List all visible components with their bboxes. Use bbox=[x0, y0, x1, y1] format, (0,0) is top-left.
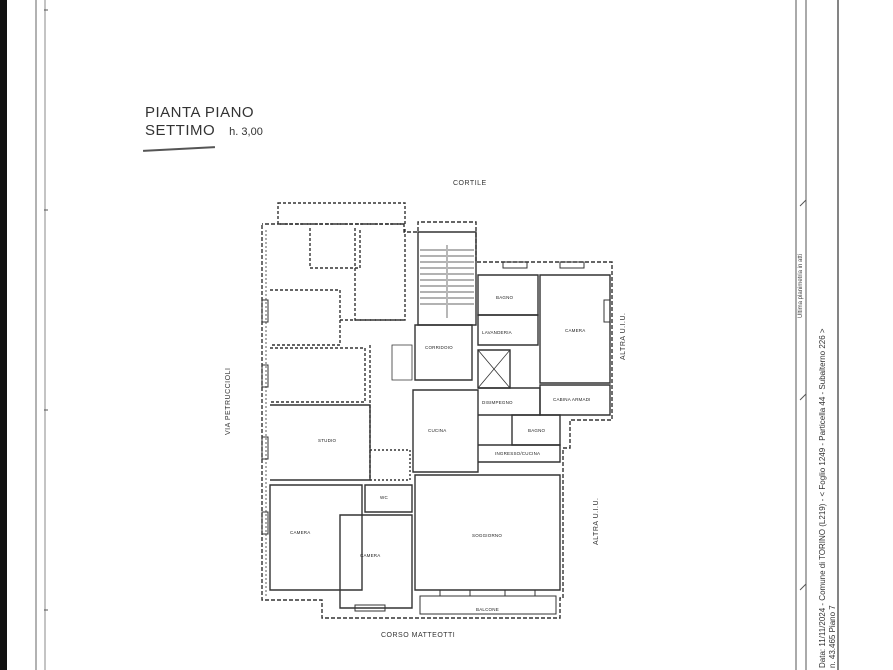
room-label-cabina-armadi: CABINA ARMADI bbox=[553, 397, 591, 402]
room-top-left bbox=[270, 289, 341, 346]
label-cortile: CORTILE bbox=[453, 180, 487, 187]
shaft-cross bbox=[477, 349, 511, 389]
title-line-1: PIANTA PIANO bbox=[145, 104, 255, 121]
room-label-camera-left: CAMERA bbox=[290, 530, 311, 535]
height-note: h. 3,00 bbox=[229, 126, 263, 138]
room-label-ingresso: INGRESSO/CUCINA bbox=[495, 451, 541, 456]
room-soggiorno-big bbox=[414, 474, 561, 591]
border-tick bbox=[799, 199, 807, 207]
room-label-bagno: BAGNO bbox=[496, 295, 514, 300]
room-label-soggiorno: SOGGIORNO bbox=[472, 533, 503, 538]
label-altra-uiu-upper: ALTRA U.I.U. bbox=[620, 312, 627, 361]
room-wc bbox=[364, 484, 413, 513]
room-cucina bbox=[412, 389, 479, 473]
top-terrace bbox=[277, 202, 406, 225]
outer-wall bbox=[261, 221, 613, 619]
room-camera-center bbox=[339, 514, 413, 609]
room-closet bbox=[309, 228, 361, 269]
room-camera-right bbox=[539, 274, 611, 384]
room-label-studio: STUDIO bbox=[318, 438, 337, 443]
title-line-2: SETTIMO bbox=[145, 122, 216, 139]
room-middle-left bbox=[270, 347, 366, 403]
border-tick bbox=[799, 393, 807, 401]
cadastre-text: Data: 11/11/2024 - Comune di TORINO (L21… bbox=[818, 328, 827, 668]
stair-steps bbox=[420, 245, 474, 318]
room-disimpegno bbox=[478, 387, 541, 416]
room-corridoio bbox=[414, 324, 473, 381]
room-ingresso bbox=[478, 444, 561, 463]
border-tick bbox=[799, 583, 807, 591]
room-label-camera-center: CAMERA bbox=[360, 553, 381, 558]
cadastre-margin-text: Data: 11/11/2024 - Comune di TORINO (L21… bbox=[818, 328, 827, 668]
room-label-disimpegno: DISIMPEGNO bbox=[482, 400, 513, 405]
left-black-edge bbox=[0, 0, 7, 670]
room-label-wc: WC bbox=[380, 495, 388, 500]
drawing-title: PIANTA PIANO SETTIMO h. 3,00 bbox=[145, 104, 263, 141]
room-label-balcone: BALCONE bbox=[476, 607, 499, 612]
protocol-text: Ultima planimetria in atti bbox=[798, 253, 804, 318]
protocol-margin-text: Ultima planimetria in atti bbox=[798, 254, 804, 318]
room-lavanderia bbox=[477, 314, 539, 346]
room-label-camera-right: CAMERA bbox=[565, 328, 586, 333]
room-top-middle bbox=[354, 228, 406, 321]
label-altra-uiu-lower: ALTRA U.I.U. bbox=[593, 497, 600, 546]
label-via-left: VIA PETRUCCIOLI bbox=[225, 367, 232, 435]
windows bbox=[261, 261, 611, 612]
duct bbox=[391, 344, 413, 381]
room-label-lavanderia: LAVANDERIA bbox=[482, 330, 512, 335]
room-label-cucina: CUCINA bbox=[428, 428, 447, 433]
room-label-bagno-small: BAGNO bbox=[528, 428, 546, 433]
floor-plan bbox=[261, 202, 613, 619]
cadastre-margin-text-2: n. 43.465 Piano 7 bbox=[828, 605, 837, 668]
room-camera-left bbox=[269, 484, 363, 591]
label-corso-bottom: CORSO MATTEOTTI bbox=[381, 632, 456, 639]
cadastre-text-2: n. 43.465 Piano 7 bbox=[828, 605, 837, 668]
wall-dashed bbox=[370, 449, 411, 481]
room-label-corridoio: CORRIDOIO bbox=[425, 345, 453, 350]
stair-core bbox=[417, 231, 477, 326]
